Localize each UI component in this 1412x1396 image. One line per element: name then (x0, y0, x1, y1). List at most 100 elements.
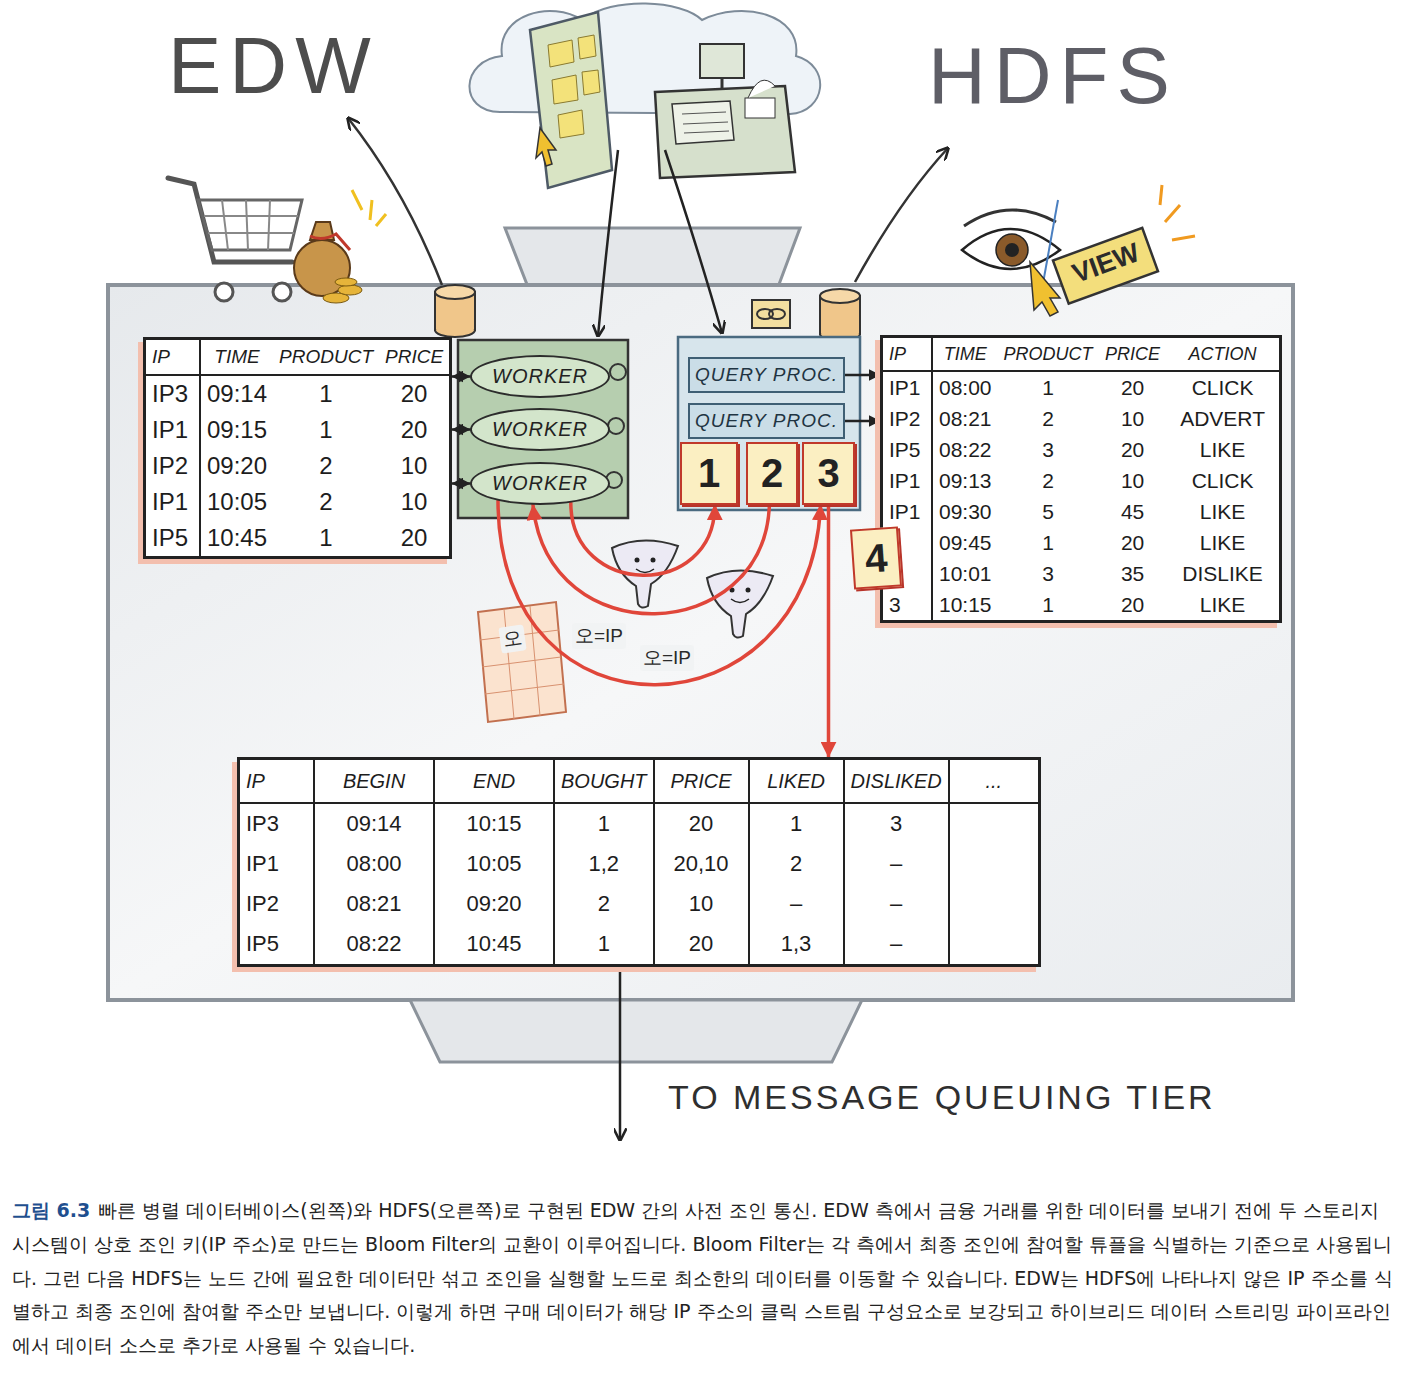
database-icon (435, 285, 860, 341)
table-cell: 09:45 (933, 527, 998, 558)
monitor-frame (108, 285, 1293, 1000)
table-cell: IP5 (146, 520, 201, 556)
table-cell: IP (240, 760, 315, 804)
table-cell: 10 (1099, 465, 1167, 496)
eye-icon (964, 210, 1056, 226)
table-cell: – (845, 924, 950, 964)
table-cell: 1 (273, 412, 379, 448)
table-cell: 08:00 (315, 844, 435, 884)
bloom-filter-card: 4 (850, 526, 902, 589)
shopping-cart (246, 200, 248, 250)
table-cell: 2 (273, 448, 379, 484)
tablet-icon (548, 40, 574, 67)
table-cell: 20 (1099, 434, 1167, 465)
view-button (1160, 185, 1195, 240)
table-cell: TIME (201, 340, 273, 376)
bloom-filter-card: 2 (746, 442, 798, 505)
table-cell: 35 (1099, 558, 1167, 589)
cash-register-icon (745, 98, 775, 118)
hdfs-table: IPTIMEPRODUCTPRICEACTIONIP108:00120CLICK… (880, 335, 1282, 623)
connector (827, 505, 831, 757)
table-cell-empty (950, 924, 1038, 964)
table-cell: ACTION (1167, 338, 1279, 372)
table-cell: – (845, 884, 950, 924)
bloom-filter-funnel (731, 599, 749, 603)
table-cell: 10 (655, 884, 750, 924)
table-cell: 20 (379, 412, 449, 448)
table-cell: 1 (555, 804, 655, 844)
grid-paper (482, 657, 561, 667)
table-cell: 09:13 (933, 465, 998, 496)
table-cell: LIKE (1167, 589, 1279, 620)
table-cell: 10:45 (201, 520, 273, 556)
flow-arrow (598, 150, 618, 336)
table-cell: DISLIKE (1167, 558, 1279, 589)
query-panel (678, 337, 860, 510)
table-cell: IP2 (240, 884, 315, 924)
button-label: VIEW (1059, 234, 1152, 293)
table-cell: 2 (998, 403, 1099, 434)
view-button (1030, 185, 1195, 316)
table-cell: 1,2 (555, 844, 655, 884)
table-cell: 2 (998, 465, 1099, 496)
node-text: 2 (761, 451, 783, 496)
table-cell: IP (883, 338, 933, 372)
eye-icon (996, 234, 1028, 266)
link-icon (752, 300, 790, 328)
table-cell: ... (950, 760, 1038, 804)
table-cell: 10:45 (435, 924, 555, 964)
table-cell: 08:21 (933, 403, 998, 434)
tablet-icon (530, 12, 612, 188)
table-cell: LIKE (1167, 527, 1279, 558)
table-cell: PRODUCT (998, 338, 1099, 372)
output-label: TO MESSAGE QUEUING TIER (668, 1078, 1216, 1117)
table-cell: IP5 (240, 924, 315, 964)
connector (533, 505, 769, 614)
table-cell: IP3 (146, 376, 201, 412)
table-cell: 2 (555, 884, 655, 924)
table-cell: 45 (1099, 496, 1167, 527)
table-cell: 09:30 (933, 496, 998, 527)
link-icon (752, 300, 790, 328)
cash-register-icon (682, 112, 726, 114)
node-text: WORKER (492, 472, 588, 495)
table-cell: IP3 (240, 804, 315, 844)
table-cell: 10:15 (933, 589, 998, 620)
link-icon (769, 309, 785, 319)
table-cell: 1 (998, 527, 1099, 558)
table-cell: 2 (273, 484, 379, 520)
bloom-filter-key: 오=IP (572, 623, 626, 649)
view-button (1030, 262, 1060, 316)
tablet-icon (530, 12, 612, 188)
money-bag (310, 234, 350, 250)
money-bag (335, 278, 357, 286)
caption-block: 그림 6.3빠른 병렬 데이터베이스(왼쪽)와 HDFS(오른쪽)로 구현된 E… (12, 1194, 1400, 1363)
connector (498, 501, 821, 685)
connector (571, 503, 715, 575)
table-cell: 1 (273, 520, 379, 556)
table-cell: 1 (750, 804, 845, 844)
table-cell: 20 (379, 520, 449, 556)
connector (452, 375, 470, 378)
table-cell: 20,10 (655, 844, 750, 884)
monitor-frame (505, 228, 800, 287)
table-cell: 08:22 (933, 434, 998, 465)
table-cell: PRICE (655, 760, 750, 804)
tablet-icon (578, 35, 596, 59)
bloom-filter-card: 3 (802, 442, 855, 505)
table-cell: 08:21 (315, 884, 435, 924)
cash-register-icon (748, 80, 775, 98)
table-cell: 3 (883, 589, 933, 620)
tablet-icon (558, 110, 584, 138)
table-cell-empty (950, 804, 1038, 844)
cash-register-icon (683, 122, 728, 124)
table-cell: 10:05 (435, 844, 555, 884)
table-cell: PRICE (379, 340, 449, 376)
monitor-frame (410, 1000, 862, 1062)
table-cell: BEGIN (315, 760, 435, 804)
table-cell: END (435, 760, 555, 804)
bloom-filter-funnel (636, 569, 654, 573)
table-cell: 09:15 (201, 412, 273, 448)
table-cell: 5 (998, 496, 1099, 527)
cash-register-icon (672, 101, 734, 144)
